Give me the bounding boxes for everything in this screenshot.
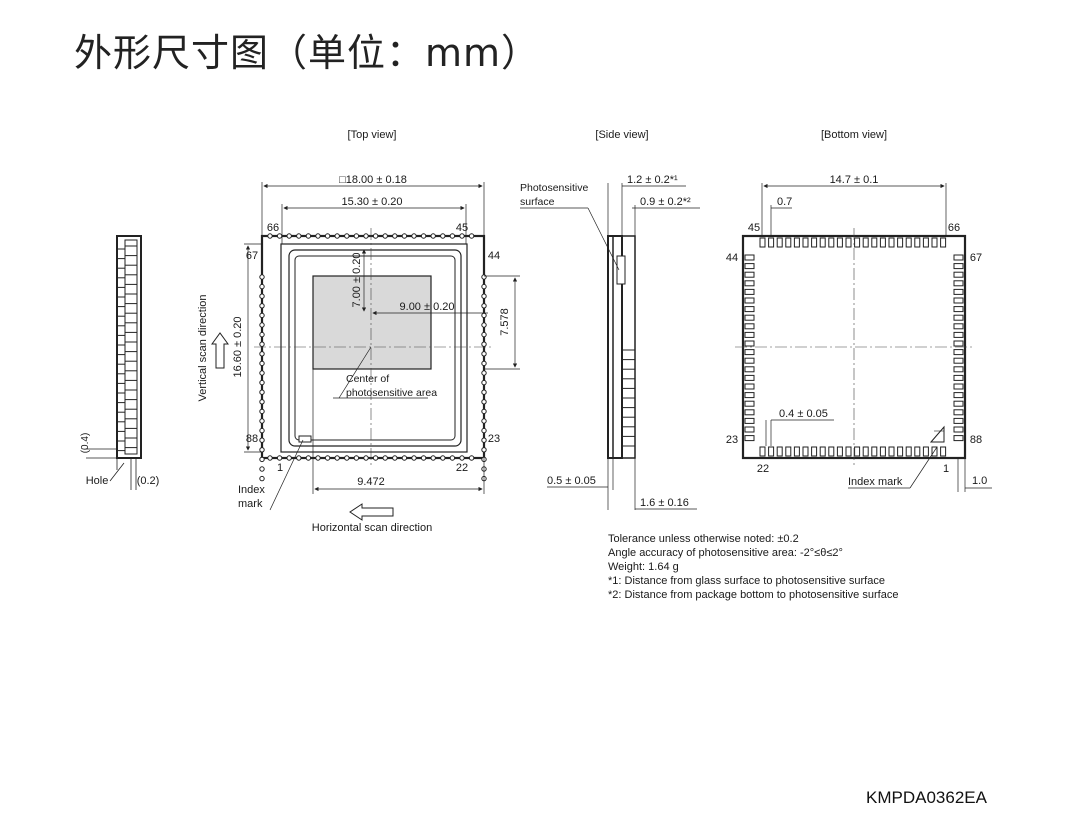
- dim-02-label: (0.2): [137, 475, 160, 487]
- bottom-view-title: [Bottom view]: [821, 129, 887, 141]
- vertical-scan-arrow-icon: [211, 332, 229, 369]
- side-dim-2-label: 0.9 ± 0.2*²: [640, 196, 691, 208]
- dim-width-label: □18.00 ± 0.18: [339, 174, 407, 186]
- dim-inner-label: 15.30 ± 0.20: [341, 196, 402, 208]
- note-line: Weight: 1.64 g: [608, 561, 679, 573]
- side-dim-1-label: 1.2 ± 0.2*¹: [627, 174, 678, 186]
- horizontal-scan-label: Horizontal scan direction: [312, 522, 432, 534]
- dim-right-label: 7.578: [499, 308, 511, 336]
- bottom-dim-edge-label: 1.0: [972, 475, 987, 487]
- dim-area-h-label: 9.00 ± 0.20: [400, 301, 455, 313]
- top-view: □18.00 ± 0.18 15.30 ± 0.20 16.60 ± 0.20 …: [197, 174, 520, 534]
- dim-height-label: 16.60 ± 0.20: [232, 316, 244, 377]
- bottom-dim-pitch-label: 0.7: [777, 196, 792, 208]
- bottom-pin-45-label: 45: [748, 222, 760, 234]
- pin-67-label: 67: [246, 250, 258, 262]
- note-line: *1: Distance from glass surface to photo…: [608, 575, 885, 587]
- dim-bottom-label: 9.472: [357, 476, 385, 488]
- center-label-2: photosensitive area: [346, 387, 437, 399]
- note-line: *2: Distance from package bottom to phot…: [608, 589, 898, 601]
- side-dim-4-label: 1.6 ± 0.16: [640, 497, 689, 509]
- page-title: 外形尺寸图（单位：mm）: [74, 31, 541, 75]
- index-label-2: mark: [238, 498, 263, 510]
- pin-23-label: 23: [488, 433, 500, 445]
- pin-66-label: 66: [267, 222, 279, 234]
- pin-45-label: 45: [456, 222, 468, 234]
- drawing-code: KMPDA0362EA: [866, 788, 987, 807]
- hole-label: Hole: [86, 475, 109, 487]
- dim-area-v-label: 7.00 ± 0.20: [351, 253, 363, 308]
- photosensitive-label-1: Photosensitive: [520, 182, 588, 194]
- bottom-pin-22-label: 22: [757, 463, 769, 475]
- bottom-dim-pad-label: 0.4 ± 0.05: [779, 408, 828, 420]
- bottom-pin-1-label: 1: [943, 463, 949, 475]
- note-line: Tolerance unless otherwise noted: ±0.2: [608, 533, 799, 545]
- photosensitive-area: [312, 275, 432, 370]
- horizontal-scan-arrow-icon: [349, 503, 394, 521]
- pin-1-label: 1: [277, 462, 283, 474]
- note-line: Angle accuracy of photosensitive area: -…: [608, 547, 843, 559]
- pin-44-label: 44: [488, 250, 500, 262]
- vertical-scan-label: Vertical scan direction: [197, 295, 209, 402]
- side-dim-3-label: 0.5 ± 0.05: [547, 475, 596, 487]
- index-label-1: Index: [238, 484, 265, 496]
- side-view-title: [Side view]: [595, 129, 648, 141]
- pin-88-label: 88: [246, 433, 258, 445]
- bottom-dim-width-label: 14.7 ± 0.1: [830, 174, 879, 186]
- bottom-index-mark-label: Index mark: [848, 476, 903, 488]
- side-view: Photosensitive surface 1.2 ± 0.2*¹ 0.9 ±…: [520, 174, 700, 510]
- center-label-1: Center of: [346, 373, 389, 385]
- notes-block: Tolerance unless otherwise noted: ±0.2 A…: [608, 533, 898, 601]
- bottom-pin-88-label: 88: [970, 434, 982, 446]
- bottom-pin-44-label: 44: [726, 252, 738, 264]
- bottom-view: 14.7 ± 0.1 0.7 0.4 ± 0.05 1.0 45 66 44 6…: [726, 174, 992, 492]
- bottom-pin-23-label: 23: [726, 434, 738, 446]
- left-profile-view: (0.4) Hole (0.2): [80, 235, 160, 490]
- top-view-title: [Top view]: [348, 129, 397, 141]
- bottom-pin-67-label: 67: [970, 252, 982, 264]
- dim-04-label: (0.4): [80, 433, 91, 454]
- pin-22-label: 22: [456, 462, 468, 474]
- bottom-pin-66-label: 66: [948, 222, 960, 234]
- photosensitive-label-2: surface: [520, 196, 555, 208]
